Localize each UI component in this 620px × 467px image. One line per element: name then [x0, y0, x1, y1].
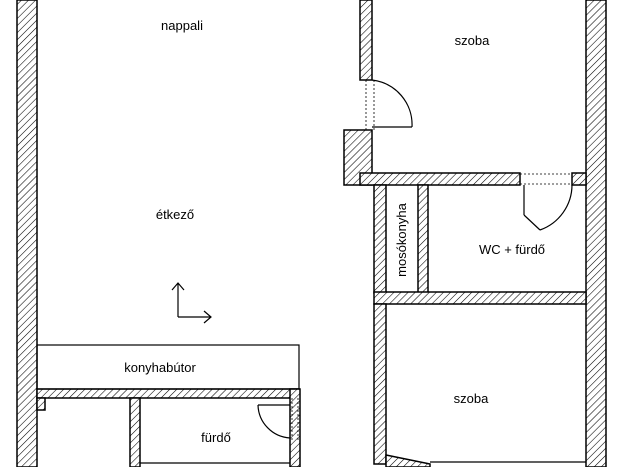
wall-mosokonyha-right [417, 184, 429, 294]
wall-szoba-bottom-diagonal [385, 454, 431, 467]
wall-furdo-left [129, 397, 141, 467]
label-mosokonyha: mosókonyha [394, 202, 409, 276]
door-swing-szoba [371, 79, 413, 128]
label-szoba-bottom: szoba [454, 391, 489, 406]
wall-wc-bottom [373, 291, 587, 305]
wall-outer-left [16, 0, 38, 467]
label-etkezo: étkező [156, 207, 194, 222]
wall-end-left [36, 397, 46, 411]
wall-outer-right [585, 0, 607, 467]
wall-konyha-bottom [36, 388, 300, 399]
wall-szoba-left-lower [343, 129, 373, 186]
kitchen-counter [36, 344, 300, 390]
label-szoba-top: szoba [455, 33, 490, 48]
axis-arrows-icon [171, 282, 212, 324]
door-leaf-wc-2 [523, 214, 541, 231]
wall-szoba-bottom-left [373, 303, 387, 465]
door-swing-wc [539, 184, 573, 231]
label-konyhabutor: konyhabútor [124, 360, 196, 375]
label-furdo: fürdő [201, 430, 231, 445]
wall-szoba-bottom [359, 172, 521, 186]
label-wc-furdo: WC + fürdő [479, 242, 545, 257]
door-swing-furdo [257, 404, 291, 439]
wall-mosokonyha-left [373, 184, 387, 294]
wall-szoba-left-upper [359, 0, 373, 81]
label-nappali: nappali [161, 18, 203, 33]
wall-szoba-bottom-right [571, 172, 587, 186]
wall-furdo-right [289, 388, 301, 467]
